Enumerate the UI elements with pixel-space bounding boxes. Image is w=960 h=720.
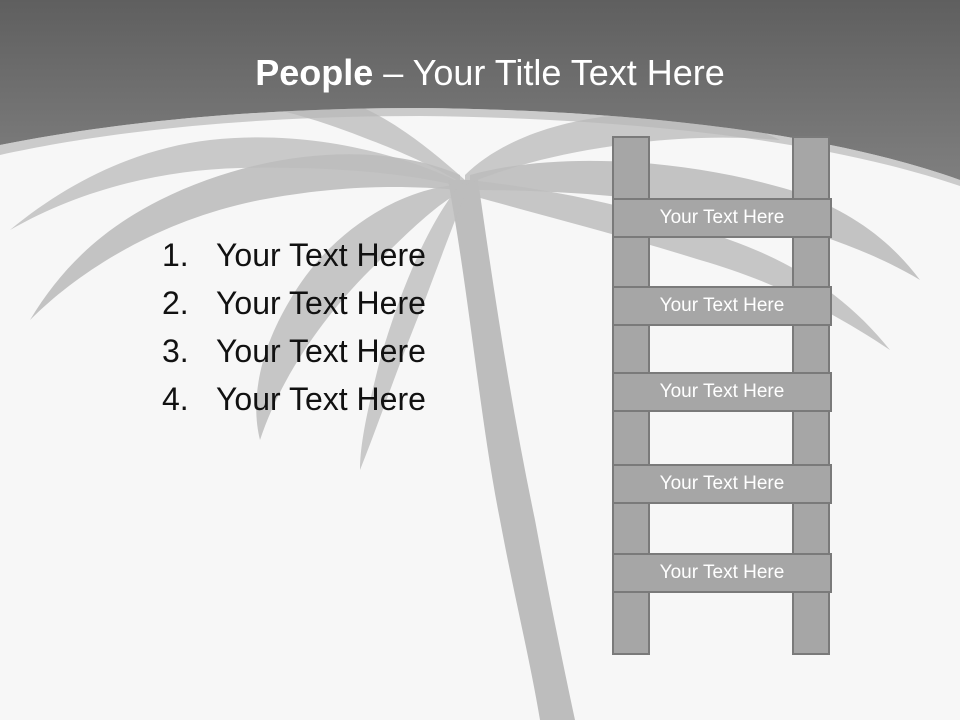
list-number: 3. [162,333,189,369]
list-text: Your Text Here [216,237,426,273]
list-item: 3. Your Text Here [162,327,426,375]
title-rest: – Your Title Text Here [373,52,725,93]
list-text: Your Text Here [216,285,426,321]
ladder-rung: Your Text Here [612,464,832,504]
ladder-rung: Your Text Here [612,198,832,238]
list-item: 1. Your Text Here [162,231,426,279]
list-text: Your Text Here [216,381,426,417]
list-item: 4. Your Text Here [162,375,426,423]
title-bold: People [255,52,374,93]
slide-title: People – Your Title Text Here [0,52,960,94]
numbered-list: 1. Your Text Here 2. Your Text Here 3. Your… [162,231,426,423]
ladder-rung: Your Text Here [612,286,832,326]
header-band [0,0,960,180]
list-number: 4. [162,381,189,417]
ladder-rung: Your Text Here [612,372,832,412]
list-number: 1. [162,237,189,273]
ladder-rung: Your Text Here [612,553,832,593]
list-item: 2. Your Text Here [162,279,426,327]
palm-tree-image [10,88,920,720]
list-text: Your Text Here [216,333,426,369]
list-number: 2. [162,285,189,321]
